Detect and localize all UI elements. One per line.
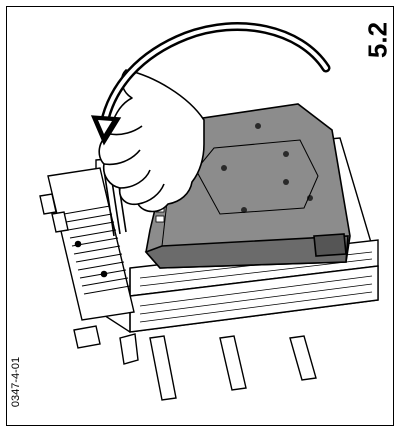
- terminal-block: [39, 165, 135, 349]
- step-number: 5.2: [362, 21, 393, 59]
- illustration-frame: [6, 6, 394, 426]
- support-rails: [119, 333, 317, 401]
- figure-code: 0347-4-01: [10, 356, 22, 408]
- hand-icon: [98, 69, 205, 213]
- curved-arrow-icon: [90, 22, 331, 146]
